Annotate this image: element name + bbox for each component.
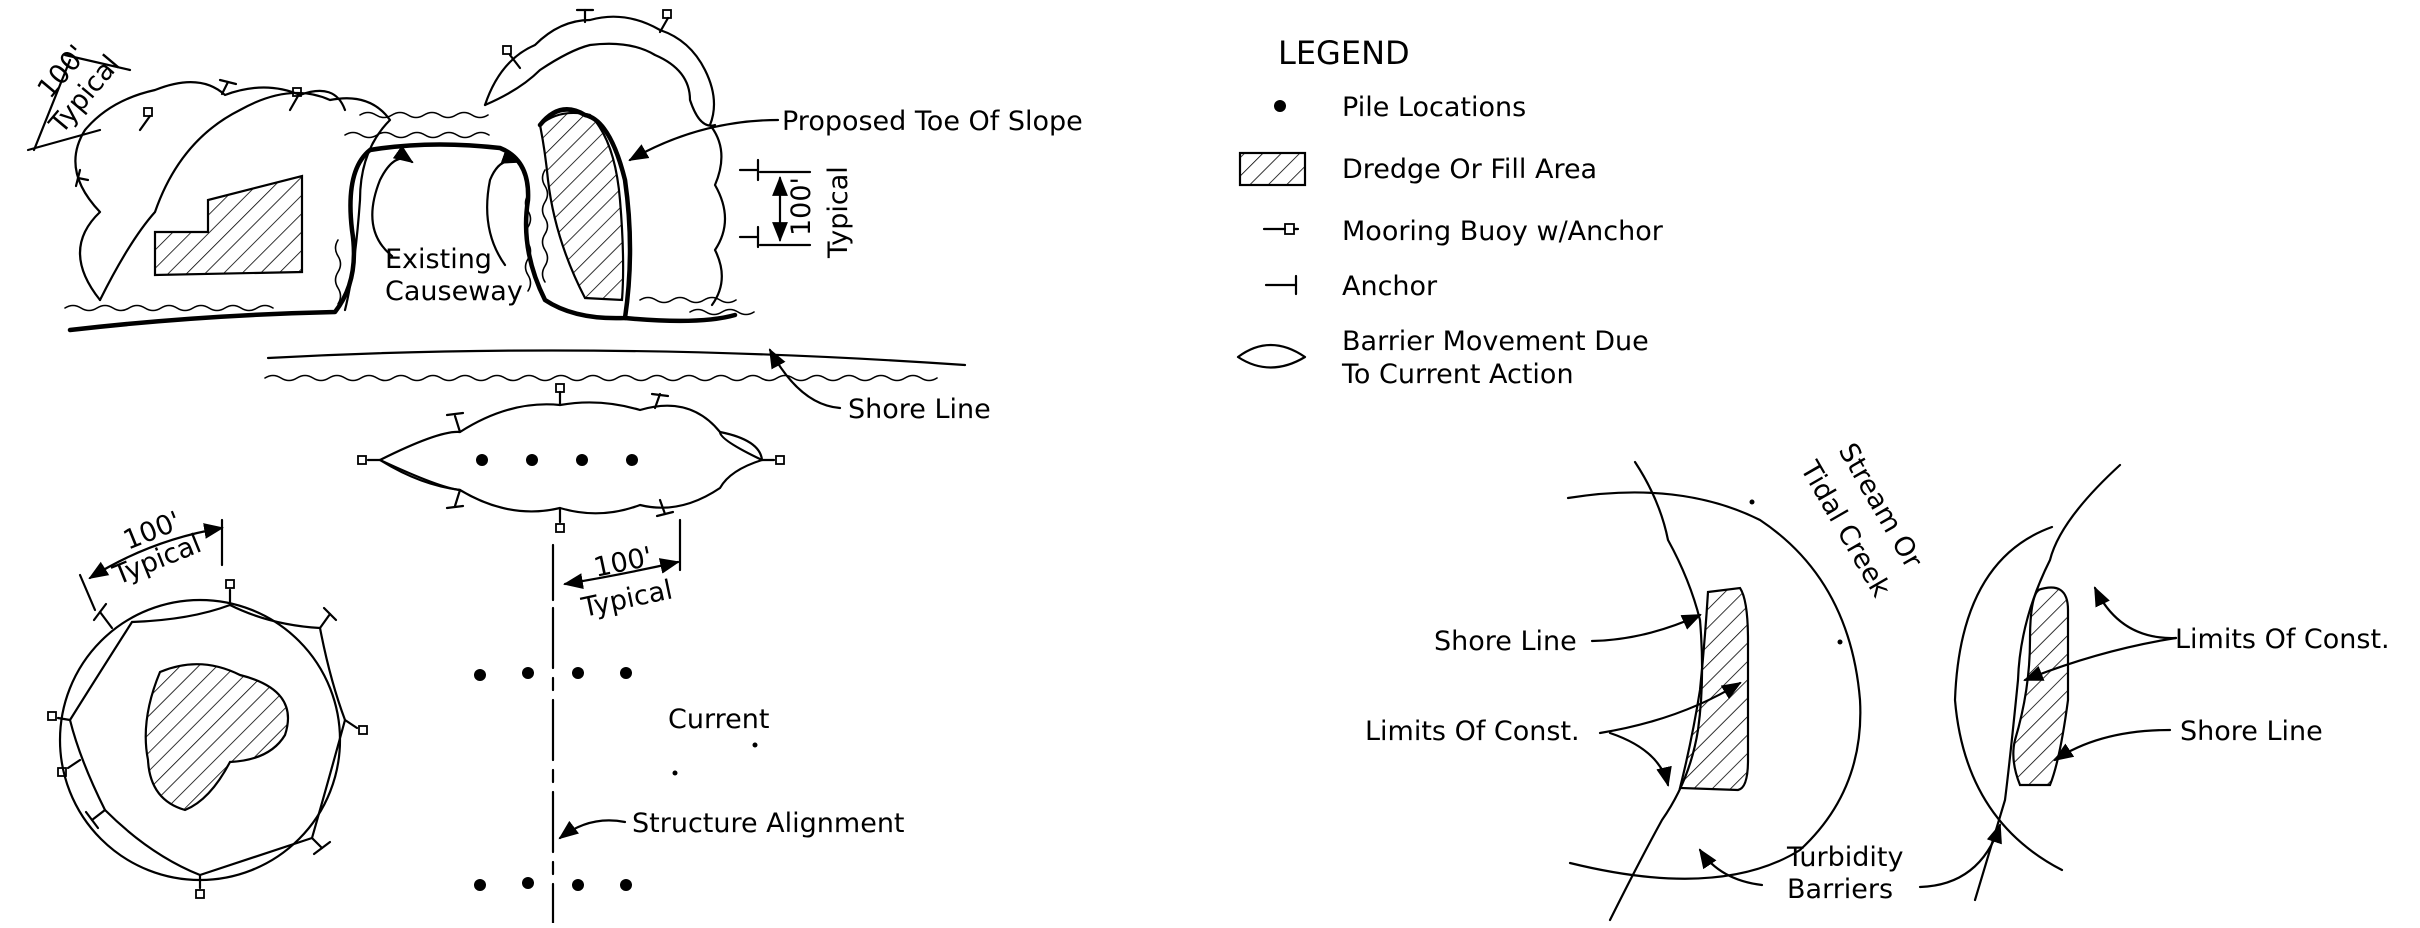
- pile-typical-dim: 100': [591, 541, 655, 584]
- legend: LEGEND Pile Locations Dredge Or Fill Are…: [1236, 34, 1664, 390]
- legend-barrier-label-2: To Current Action: [1341, 359, 1574, 390]
- stream-view: Stream Or Tidal Creek Shore Line Limits …: [1365, 438, 2390, 922]
- pile-typical-word: Typical: [578, 574, 675, 624]
- barrier-movement-symbol: [1236, 344, 1307, 369]
- structure-alignment-label: Structure Alignment: [632, 808, 905, 839]
- island-fill-area: [144, 663, 290, 812]
- anchor-icon: [575, 8, 760, 249]
- pile-barrier-lens: [378, 401, 764, 515]
- mooring-buoy-icon: [138, 87, 302, 132]
- current-label: Current: [668, 704, 769, 735]
- left-turbidity-barrier: [1566, 491, 1862, 880]
- stream-limits-right-label: Limits Of Const.: [2175, 624, 2390, 655]
- pile-location-symbol: [1274, 100, 1286, 112]
- mooring-buoy-icon: [357, 383, 785, 533]
- mooring-buoy-icon: [1262, 223, 1300, 235]
- left-shoreline: [1608, 460, 1704, 922]
- shore-line: [266, 349, 967, 367]
- pile-group-view: 100' Typical Current Structure Alignment: [357, 383, 905, 925]
- turbidity-label-1: Turbidity: [1786, 842, 1903, 873]
- island-view: 100' Typical: [47, 506, 368, 899]
- left-limits-of-construction: [1678, 586, 1750, 792]
- legend-fill-label: Dredge Or Fill Area: [1342, 154, 1597, 185]
- existing-causeway-label-1: Existing: [385, 244, 492, 275]
- right-limits-of-construction: [2012, 586, 2070, 787]
- legend-anchor-label: Anchor: [1342, 271, 1438, 302]
- stream-limits-left-label: Limits Of Const.: [1365, 716, 1580, 747]
- anchor-icon: [445, 392, 675, 518]
- fill-area-left: [153, 174, 304, 277]
- legend-buoy-label: Mooring Buoy w/Anchor: [1342, 216, 1664, 247]
- legend-barrier-label-1: Barrier Movement Due: [1342, 326, 1649, 357]
- fill-area-symbol: [1238, 151, 1307, 187]
- shore-line-label: Shore Line: [848, 394, 991, 425]
- pile-locations: [474, 667, 758, 891]
- existing-causeway-label-2: Causeway: [385, 276, 523, 307]
- turbidity-label-2: Barriers: [1787, 874, 1893, 905]
- anchor-icon: [84, 602, 338, 856]
- proposed-toe-label: Proposed Toe Of Slope: [782, 106, 1083, 137]
- fill-area-center: [538, 111, 625, 302]
- mooring-buoy-icon: [47, 579, 368, 899]
- stream-shore-left-label: Shore Line: [1434, 626, 1577, 657]
- stream-shore-right-label: Shore Line: [2180, 716, 2323, 747]
- typical-dim-right: 100': [786, 177, 817, 236]
- pile-locations: [476, 454, 638, 466]
- existing-causeway-outline: [67, 107, 633, 333]
- wave-lines: [64, 111, 755, 316]
- barrier-ring-left: [98, 91, 392, 312]
- anchor-icon: [1264, 274, 1298, 296]
- mooring-buoy-icon: [502, 9, 672, 70]
- right-shoreline: [1973, 463, 2122, 902]
- typical-word-right: Typical: [823, 166, 854, 259]
- right-turbidity-barrier: [1953, 525, 2064, 872]
- legend-title: LEGEND: [1278, 34, 1410, 72]
- barrier-ring-right: [483, 15, 726, 307]
- causeway-view: 100' Typical Existing Causeway Proposed …: [26, 8, 1083, 425]
- anchor-icon: [74, 78, 238, 188]
- legend-pile-label: Pile Locations: [1342, 92, 1526, 123]
